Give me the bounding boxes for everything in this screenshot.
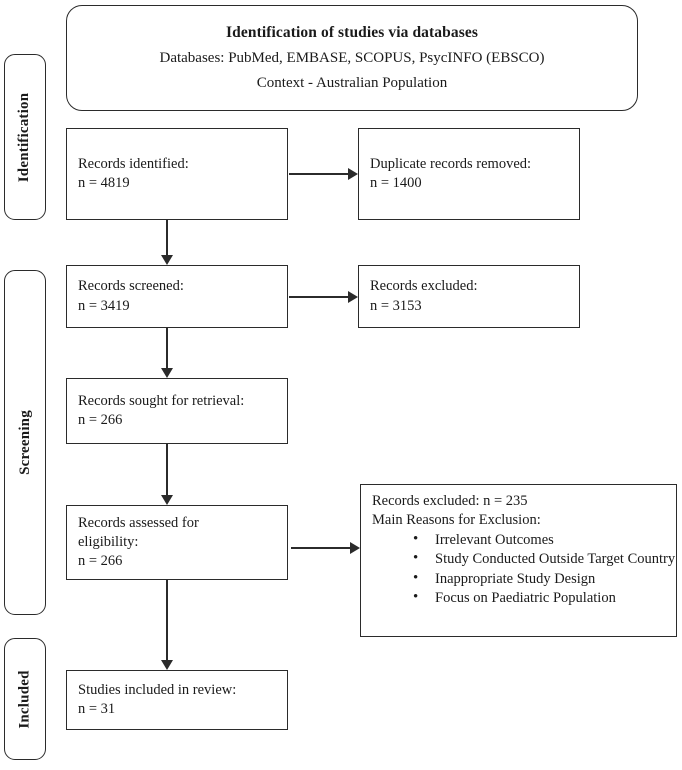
stage-label-included: Included	[4, 638, 46, 760]
exclusion-count-line: Records excluded: n = 235	[372, 493, 528, 509]
stage-label-screening-text: Screening	[16, 410, 33, 475]
node-records-identified-text: Records identified: n = 4819	[78, 155, 189, 191]
exclusion-reasons-list: Irrelevant Outcomes Study Conducted Outs…	[361, 530, 676, 609]
header-context-line: Context - Australian Population	[256, 75, 448, 91]
node-exclusion-reasons: Records excluded: n = 235 Main Reasons f…	[360, 484, 677, 637]
node-records-excluded-screening: Records excluded: n = 3153	[358, 265, 580, 328]
list-item: Focus on Paediatric Population	[413, 588, 676, 608]
arrow-assessed-to-exclusion-reasons	[291, 547, 351, 549]
node-records-screened-text: Records screened: n = 3419	[78, 278, 184, 314]
exclusion-heading-line: Main Reasons for Exclusion:	[372, 511, 541, 528]
node-records-assessed-for-eligibility-text: Records assessed for eligibility: n = 26…	[78, 514, 199, 570]
node-duplicate-records-removed-text: Duplicate records removed: n = 1400	[370, 155, 532, 191]
stage-label-identification-text: Identification	[16, 92, 33, 182]
arrow-screened-to-excluded	[289, 296, 349, 298]
node-records-sought-for-retrieval: Records sought for retrieval: n = 266	[66, 378, 288, 444]
node-records-assessed-for-eligibility: Records assessed for eligibility: n = 26…	[66, 505, 288, 580]
node-records-sought-for-retrieval-text: Records sought for retrieval: n = 266	[78, 392, 245, 428]
list-item: Irrelevant Outcomes	[413, 530, 676, 550]
node-studies-included-in-review-text: Studies included in review: n = 31	[78, 681, 237, 717]
list-item: Study Conducted Outside Target Country	[413, 549, 676, 569]
node-records-identified: Records identified: n = 4819	[66, 128, 288, 220]
node-records-excluded-screening-text: Records excluded: n = 3153	[370, 278, 478, 314]
list-item: Inappropriate Study Design	[413, 569, 676, 589]
stage-label-screening: Screening	[4, 270, 46, 615]
identification-header-box: Identification of studies via databases …	[66, 5, 638, 111]
header-title: Identification of studies via databases	[226, 24, 478, 41]
stage-label-included-text: Included	[16, 669, 33, 729]
arrow-identified-to-duplicates	[289, 173, 349, 175]
arrow-identified-to-screened	[166, 220, 168, 256]
header-databases-line: Databases: PubMed, EMBASE, SCOPUS, PsycI…	[159, 50, 545, 66]
node-studies-included-in-review: Studies included in review: n = 31	[66, 670, 288, 730]
node-records-screened: Records screened: n = 3419	[66, 265, 288, 328]
arrow-sought-to-assessed	[166, 444, 168, 496]
arrow-assessed-to-included	[166, 580, 168, 661]
stage-label-identification: Identification	[4, 54, 46, 220]
node-duplicate-records-removed: Duplicate records removed: n = 1400	[358, 128, 580, 220]
arrow-screened-to-sought	[166, 328, 168, 369]
